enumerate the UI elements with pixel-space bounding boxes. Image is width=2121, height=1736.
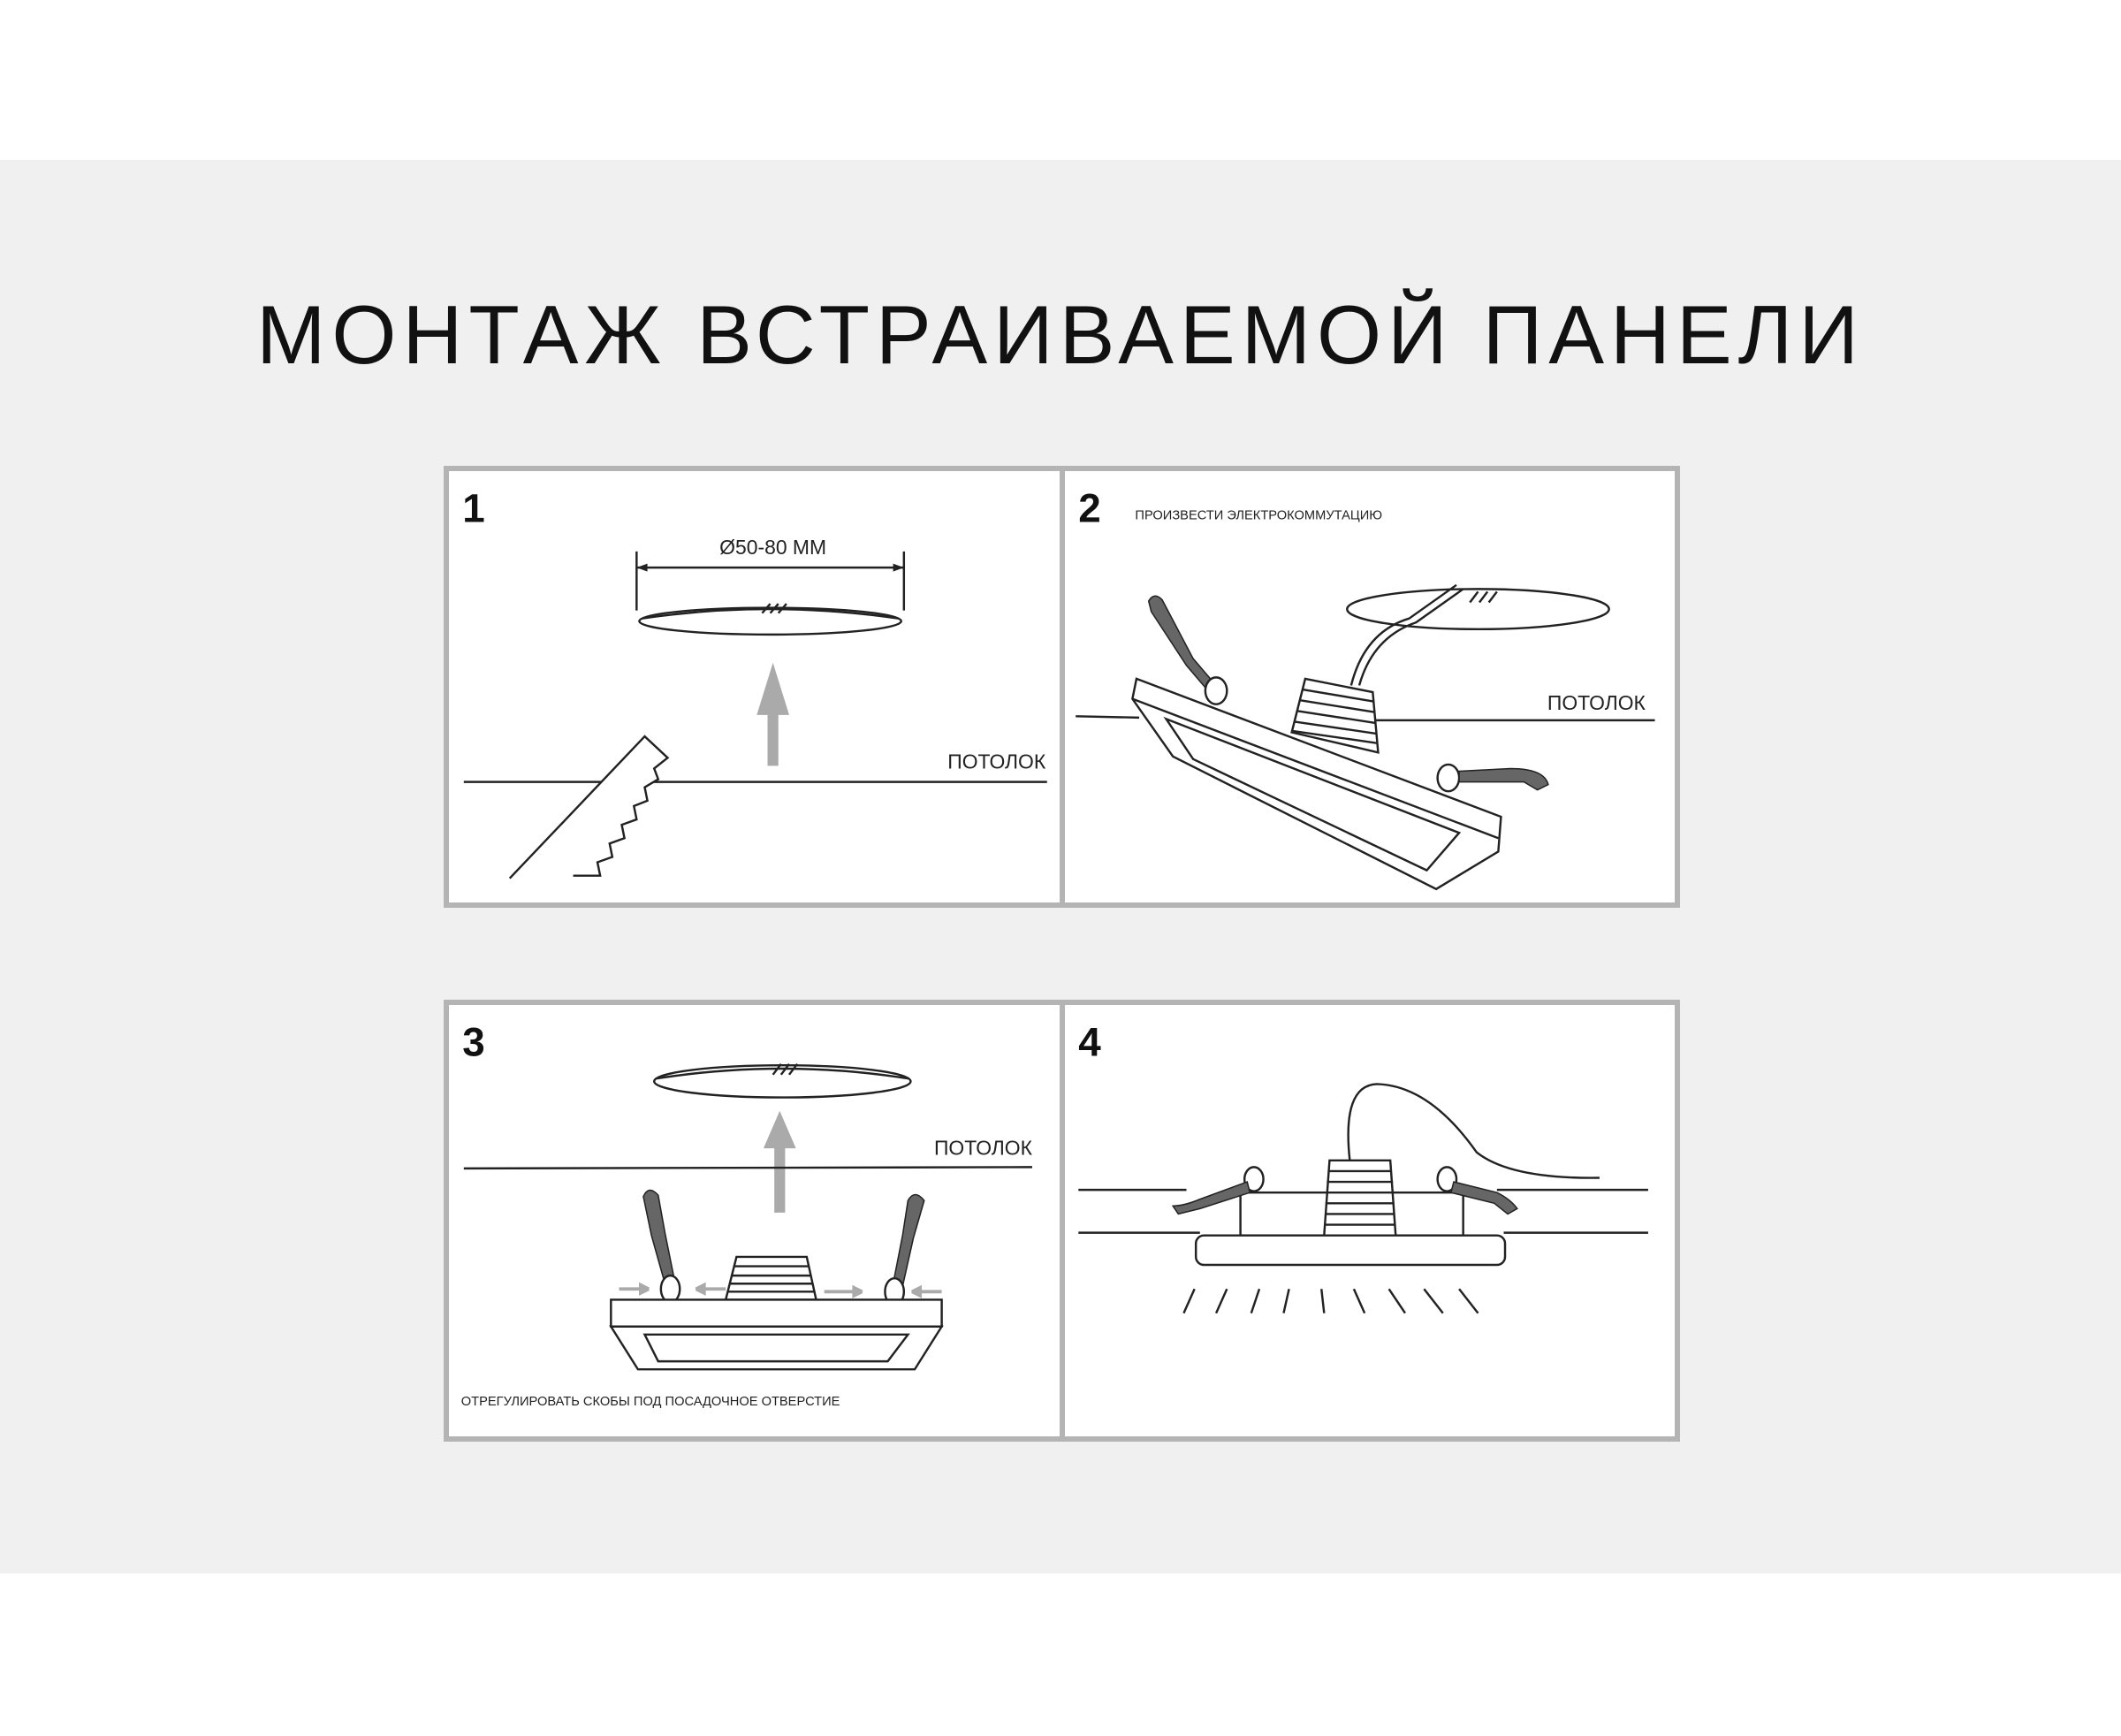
driver-heatsink — [1289, 677, 1380, 754]
light-panel-disk — [638, 603, 902, 636]
step-1-panel: 1 Ø50-80 ММ ПОТОЛОК — [449, 471, 1060, 902]
steps-row-1: 1 Ø50-80 ММ ПОТОЛОК — [444, 466, 1680, 908]
wire — [1349, 583, 1463, 686]
ceiling-label: ПОТОЛОК — [934, 1137, 1033, 1160]
dimension-line — [635, 551, 906, 611]
light-panel-disk — [652, 1062, 912, 1099]
ceiling-line — [463, 1166, 1032, 1170]
step-4-panel: 4 — [1059, 1005, 1675, 1436]
ceiling-lines — [1077, 1188, 1648, 1234]
recessed-panel — [1130, 677, 1502, 891]
step-2-illustration: 2 ПРОИЗВЕСТИ ЭЛЕКТРОКОММУТАЦИЮ ПОТОЛОК — [1075, 486, 1655, 891]
step-caption: ОТРЕГУЛИРОВАТЬ СКОБЫ ПОД ПОСАДОЧНОЕ ОТВЕ… — [461, 1395, 840, 1409]
driver-heatsink — [724, 1255, 818, 1301]
page-title: МОНТАЖ ВСТРАИВАЕМОЙ ПАНЕЛИ — [256, 288, 1865, 381]
spring-clip-icon — [1147, 595, 1549, 793]
spring-clip-icon — [1171, 1166, 1518, 1215]
step-number: 3 — [462, 1020, 484, 1065]
up-arrow-icon — [763, 1110, 796, 1213]
step-3-illustration: 3 ПОТОЛОК — [461, 1020, 1033, 1409]
step-number: 1 — [462, 486, 484, 531]
step-1-illustration: 1 Ø50-80 ММ ПОТОЛОК — [462, 486, 1047, 879]
dimension-label: Ø50-80 ММ — [719, 536, 826, 559]
ceiling-label: ПОТОЛОК — [1547, 691, 1646, 714]
step-2-panel: 2 ПРОИЗВЕСТИ ЭЛЕКТРОКОММУТАЦИЮ ПОТОЛОК — [1059, 471, 1675, 902]
step-4-illustration: 4 — [1077, 1020, 1648, 1314]
light-rays — [1182, 1288, 1479, 1314]
ceiling-label: ПОТОЛОК — [947, 750, 1046, 773]
spring-clip-icon — [642, 1189, 925, 1306]
saw-icon — [508, 735, 670, 879]
adjust-arrows — [619, 1282, 942, 1298]
up-arrow-icon — [756, 662, 789, 766]
step-3-panel: 3 ПОТОЛОК — [449, 1005, 1060, 1436]
step-caption: ПРОИЗВЕСТИ ЭЛЕКТРОКОММУТАЦИЮ — [1135, 509, 1382, 523]
light-panel-disk — [1345, 588, 1610, 631]
wire — [1346, 1083, 1600, 1179]
steps-row-2: 3 ПОТОЛОК — [444, 1000, 1680, 1442]
step-number: 4 — [1078, 1020, 1101, 1065]
fixture-body — [1194, 1159, 1506, 1267]
ceiling-line — [1075, 715, 1139, 720]
step-number: 2 — [1078, 486, 1100, 531]
recessed-panel — [609, 1298, 944, 1371]
